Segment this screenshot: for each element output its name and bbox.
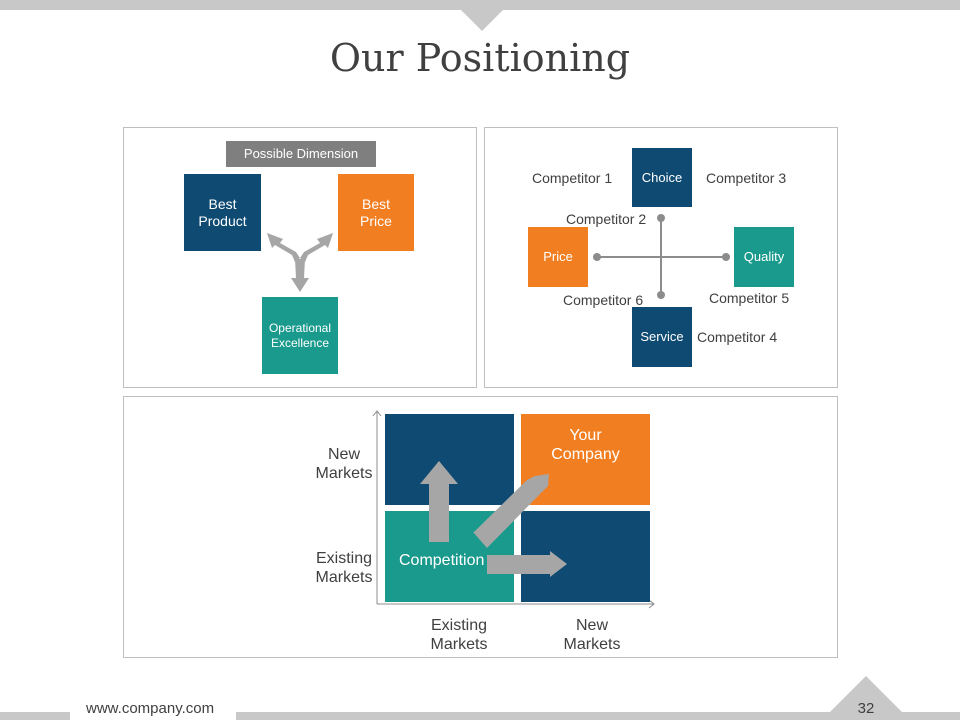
- competitor-6-label: Competitor 6: [563, 292, 644, 308]
- footer-url: www.company.com: [86, 700, 215, 717]
- x-axis-new-markets: New Markets: [563, 617, 621, 654]
- competitor-4-label: Competitor 4: [697, 329, 778, 345]
- competitor-1-label: Competitor 1: [532, 170, 613, 186]
- x-axis-existing-markets: Existing Markets: [430, 617, 488, 654]
- top-notch: [460, 9, 504, 31]
- three-way-arrow: [267, 233, 333, 292]
- competitor-5-label: Competitor 5: [709, 290, 790, 306]
- operational-excellence-box: Operational Excellence: [262, 297, 338, 374]
- price-box: Price: [528, 227, 588, 287]
- best-product-box: Best Product: [184, 174, 261, 251]
- quadrant-existing-new: [385, 414, 514, 505]
- quality-box: Quality: [734, 227, 794, 287]
- matrix-axes: [372, 410, 655, 609]
- page-number-tab: [830, 676, 902, 712]
- service-box: Service: [632, 307, 692, 367]
- best-price-box: Best Price: [338, 174, 414, 251]
- y-axis-new-markets: New Markets: [315, 446, 373, 483]
- competition-label: Competition: [399, 552, 485, 569]
- top-bar: [0, 0, 960, 10]
- growth-arrows: [420, 461, 567, 577]
- competitor-2-label: Competitor 2: [566, 211, 647, 227]
- y-axis-existing-markets: Existing Markets: [315, 550, 373, 587]
- possible-dimension-header: Possible Dimension: [226, 141, 376, 167]
- choice-box: Choice: [632, 148, 692, 207]
- footer-bar-right: [236, 712, 960, 720]
- page-title: Our Positioning: [329, 36, 631, 80]
- page-number: 32: [857, 700, 875, 717]
- footer-bar-left: [0, 712, 70, 720]
- competitor-3-label: Competitor 3: [706, 170, 787, 186]
- competitor-axes: [593, 214, 730, 299]
